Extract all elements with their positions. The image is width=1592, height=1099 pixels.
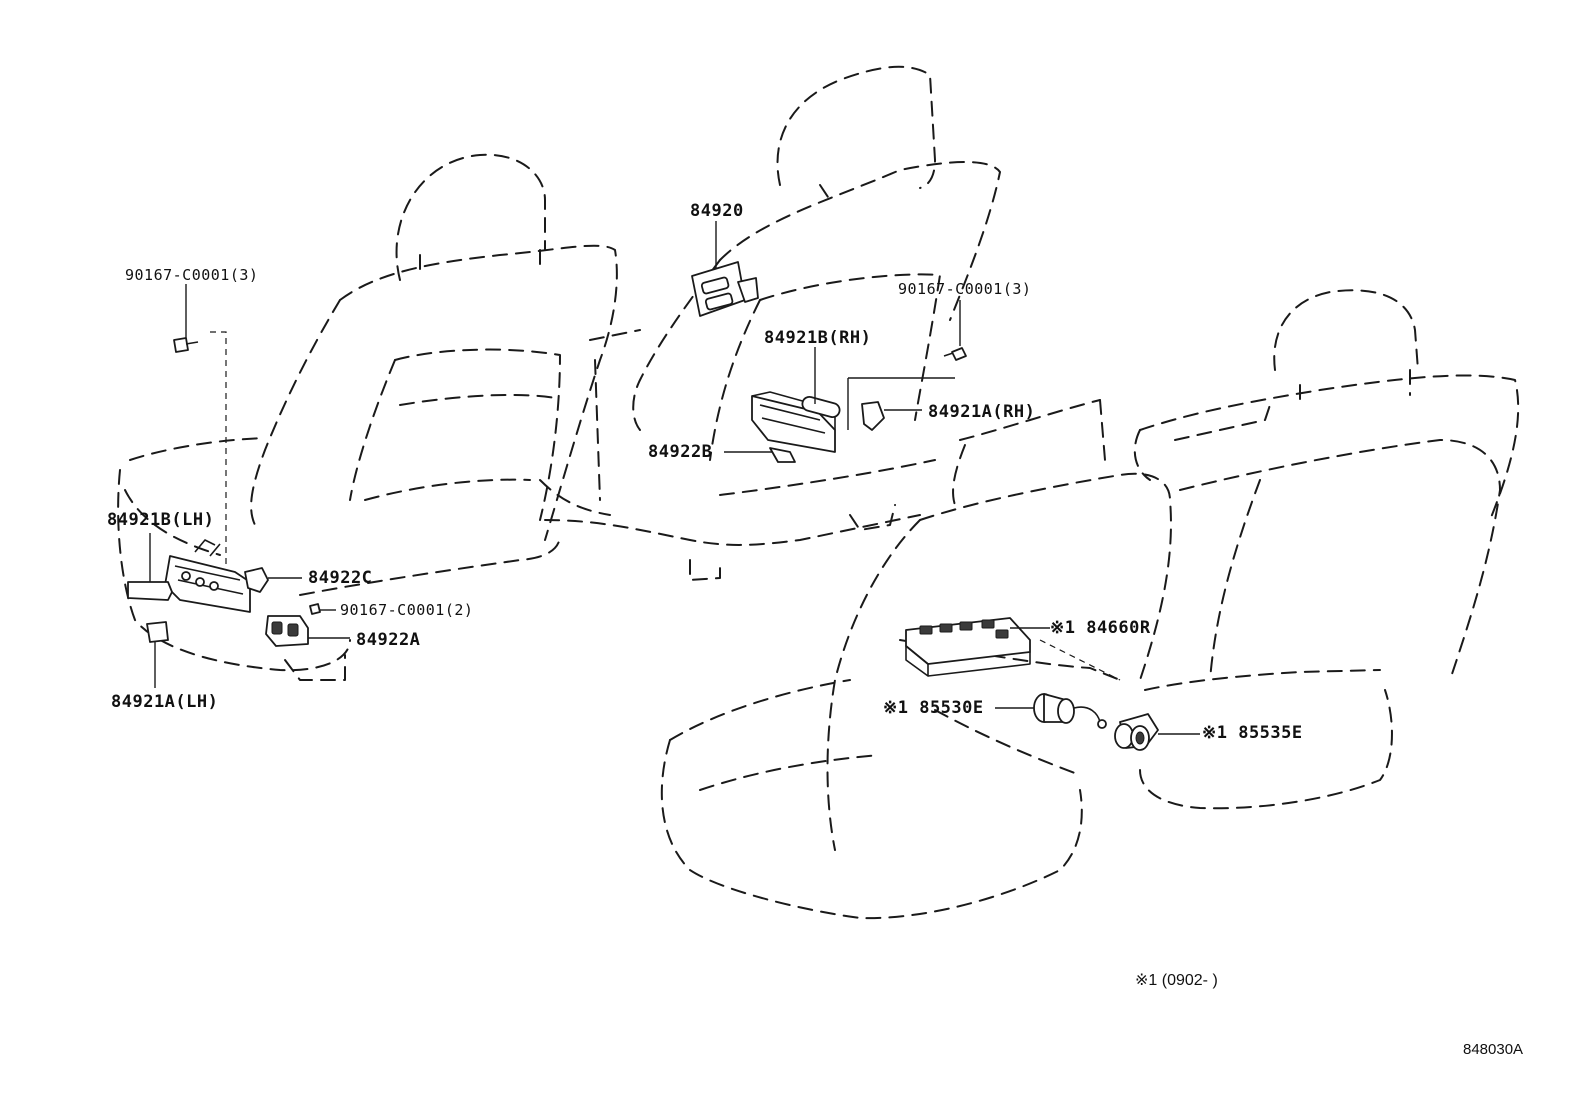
footnote: ※1 (0902- ) bbox=[1135, 972, 1218, 989]
label-84921a-lh: 84921A(LH) bbox=[111, 692, 219, 712]
label-90167-left: 90167-C0001(3) bbox=[125, 266, 259, 284]
drawing-number: 848030A bbox=[1463, 1041, 1524, 1058]
rear-socket-85535e bbox=[1114, 713, 1159, 751]
heater-control-assembly-lh bbox=[127, 337, 321, 647]
label-84921b-lh: 84921B(LH) bbox=[107, 510, 215, 530]
rear-seat-outline bbox=[660, 289, 1520, 920]
label-90167-mid: 90167-C0001(2) bbox=[340, 601, 474, 619]
front-left-seat-outline bbox=[117, 153, 618, 681]
label-84920: 84920 bbox=[690, 201, 744, 221]
label-85530e: ※1 85530E bbox=[883, 698, 984, 718]
label-84922a: 84922A bbox=[356, 630, 421, 650]
rear-socket-85530e bbox=[1033, 693, 1107, 729]
label-84921b-rh: 84921B(RH) bbox=[764, 328, 872, 348]
seat-heater-switch-84920 bbox=[691, 261, 759, 317]
label-84922c: 84922C bbox=[308, 568, 373, 588]
heater-control-assembly-rh bbox=[751, 347, 967, 463]
label-84921a-rh: 84921A(RH) bbox=[928, 402, 1036, 422]
label-90167-right: 90167-C0001(3) bbox=[898, 280, 1032, 298]
label-84660r: ※1 84660R bbox=[1050, 618, 1151, 638]
rear-heater-control-84660r bbox=[905, 617, 1121, 681]
leader-lines bbox=[149, 221, 1200, 735]
front-right-seat-outline bbox=[539, 65, 1001, 581]
label-85535e: ※1 85535E bbox=[1202, 723, 1303, 743]
label-84922b: 84922B bbox=[648, 442, 713, 462]
